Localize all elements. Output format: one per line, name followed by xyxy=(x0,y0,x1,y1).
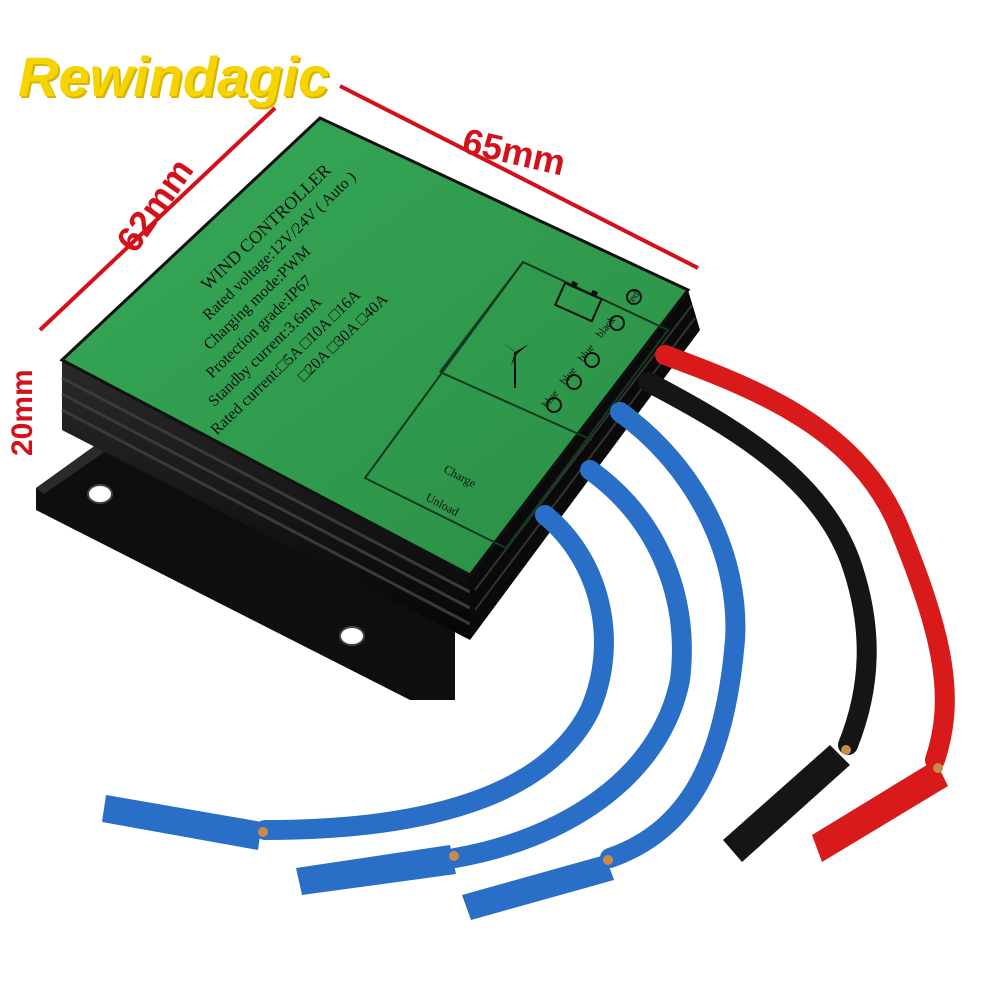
wind-turbine-icon xyxy=(501,342,529,388)
black-wire xyxy=(638,372,877,755)
brand-logo: Rewindagic xyxy=(18,45,330,108)
battery-icon xyxy=(553,280,603,323)
blue-wire-1 xyxy=(600,402,746,868)
wire-tips xyxy=(102,745,948,920)
blue-wire-2 xyxy=(445,460,692,868)
terminal-symbols xyxy=(546,289,642,413)
blue-wire-3 xyxy=(255,505,614,840)
red-wire xyxy=(655,345,955,770)
dimension-lines xyxy=(38,84,699,332)
wires xyxy=(255,345,955,868)
height-dimension-label: 20mm xyxy=(6,369,39,456)
